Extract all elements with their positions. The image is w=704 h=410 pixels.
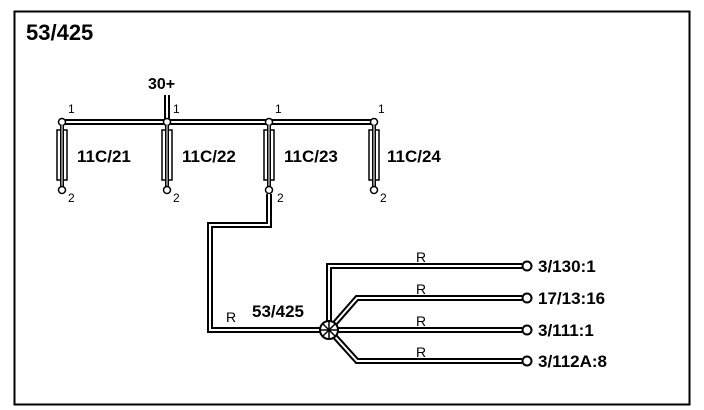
terminal-label: 3/111:1 (538, 321, 594, 340)
fuse-terminal-top (369, 117, 379, 127)
output-wire-color: R (416, 344, 426, 360)
fuse-pin-top: 1 (378, 102, 385, 116)
output-terminal-4: 3/112A:8 (521, 352, 607, 371)
output-terminal-3: 3/111:1 (521, 321, 594, 340)
supply-label: 30+ (148, 76, 175, 93)
feed-wire-color: R (226, 309, 236, 325)
fuse-terminal-bottom (57, 185, 67, 195)
output-wire-color: R (416, 281, 426, 297)
fuse-terminal-bottom (369, 185, 379, 195)
fuse-pin-bottom: 2 (173, 191, 180, 205)
fuse-11c-21: 1 2 11C/21 (56, 102, 131, 205)
terminal-label: 3/112A:8 (538, 352, 607, 371)
fuse-pin-bottom: 2 (68, 191, 75, 205)
terminal-icon (521, 292, 533, 304)
fuse-label: 11C/24 (387, 147, 441, 166)
fuse-pin-top: 1 (173, 102, 180, 116)
diagram-title: 53/425 (26, 20, 93, 45)
terminal-icon (521, 355, 533, 367)
fuse-label: 11C/22 (182, 147, 236, 166)
fuse-11c-22: 1 2 11C/22 (161, 102, 236, 205)
fuse-pin-bottom: 2 (277, 191, 284, 205)
output-wire-2 (326, 295, 522, 332)
fuse-11c-24: 1 2 11C/24 (368, 102, 441, 205)
fuse-terminal-top (162, 117, 172, 127)
output-wire-color: R (416, 313, 426, 329)
fuse-label: 11C/21 (77, 147, 131, 166)
splice-label: 53/425 (252, 302, 304, 321)
output-terminal-1: 3/130:1 (521, 257, 596, 276)
output-wire-1 (326, 263, 522, 330)
terminal-label: 3/130:1 (538, 257, 596, 276)
fuse-terminal-bottom (162, 185, 172, 195)
terminal-icon (521, 260, 533, 272)
terminal-icon (521, 324, 533, 336)
fuse-terminal-top (264, 117, 274, 127)
fuse-pin-top: 1 (275, 102, 282, 116)
fuse-label: 11C/23 (284, 147, 338, 166)
feed-wire (207, 194, 329, 333)
fuse-pin-top: 1 (68, 102, 75, 116)
fuse-11c-23: 1 2 11C/23 (263, 102, 338, 205)
fuse-terminal-top (57, 117, 67, 127)
diagram-frame (13, 10, 691, 406)
terminal-label: 17/13:16 (538, 289, 605, 308)
output-wire-color: R (416, 249, 426, 265)
fuse-pin-bottom: 2 (380, 191, 387, 205)
splice-icon (319, 320, 339, 340)
output-wire-4 (326, 327, 522, 364)
output-terminal-2: 17/13:16 (521, 289, 605, 308)
fuse-terminal-bottom (264, 185, 274, 195)
